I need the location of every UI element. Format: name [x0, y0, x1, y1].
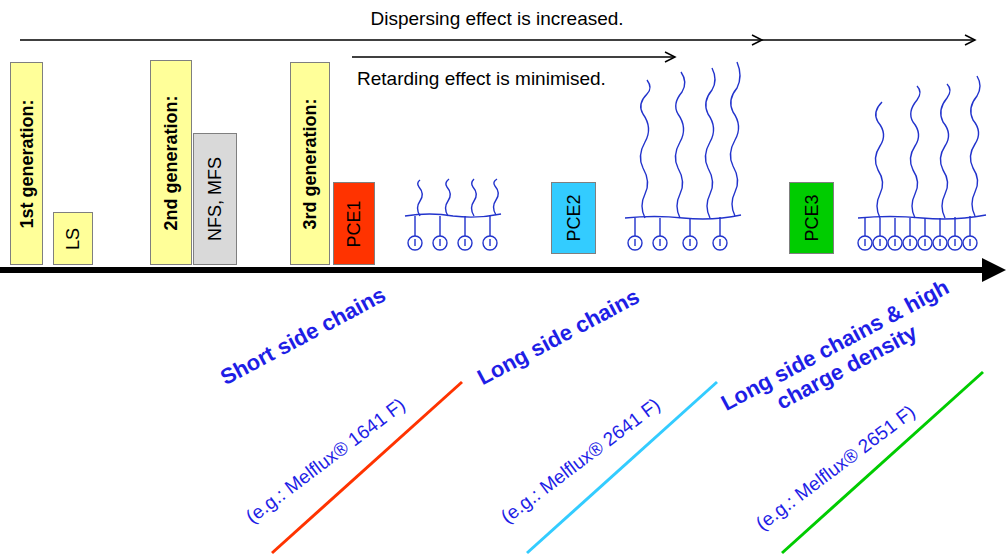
category-title: Long side chains & high charge density	[714, 273, 967, 440]
product-box: PCE2	[551, 182, 596, 254]
product-box: NFS, MFS	[193, 133, 237, 265]
generation-box: 1st generation:	[10, 62, 43, 265]
category-title: Long side chains	[473, 284, 644, 391]
category-title: Short side chains	[216, 282, 390, 390]
box-label: 2nd generation:	[162, 95, 180, 230]
effect-arrows	[20, 35, 975, 62]
pce2-molecule	[625, 62, 741, 250]
example-product: (e.g.: Melflux® 1641 F)	[242, 394, 410, 528]
example-product: (e.g.: Melflux® 2641 F)	[497, 394, 665, 528]
box-label: PCE1	[345, 200, 363, 247]
example-product: (e.g.: Melflux® 2651 F)	[752, 401, 920, 535]
effect-label: Dispersing effect is increased.	[371, 8, 624, 30]
box-label: LS	[64, 227, 82, 249]
pce3-molecule	[858, 76, 986, 250]
product-box: PCE1	[333, 182, 375, 265]
box-label: PCE3	[803, 194, 821, 241]
product-box: PCE3	[789, 182, 834, 254]
box-label: PCE2	[565, 194, 583, 241]
box-label: 1st generation:	[18, 99, 36, 228]
product-box: LS	[53, 212, 93, 265]
box-label: 3rd generation:	[301, 98, 319, 229]
box-label: NFS, MFS	[206, 157, 224, 241]
generation-box: 2nd generation:	[150, 60, 192, 265]
generation-box: 3rd generation:	[290, 62, 330, 265]
pce1-molecule	[405, 179, 501, 250]
effect-label: Retarding effect is minimised.	[357, 68, 606, 90]
